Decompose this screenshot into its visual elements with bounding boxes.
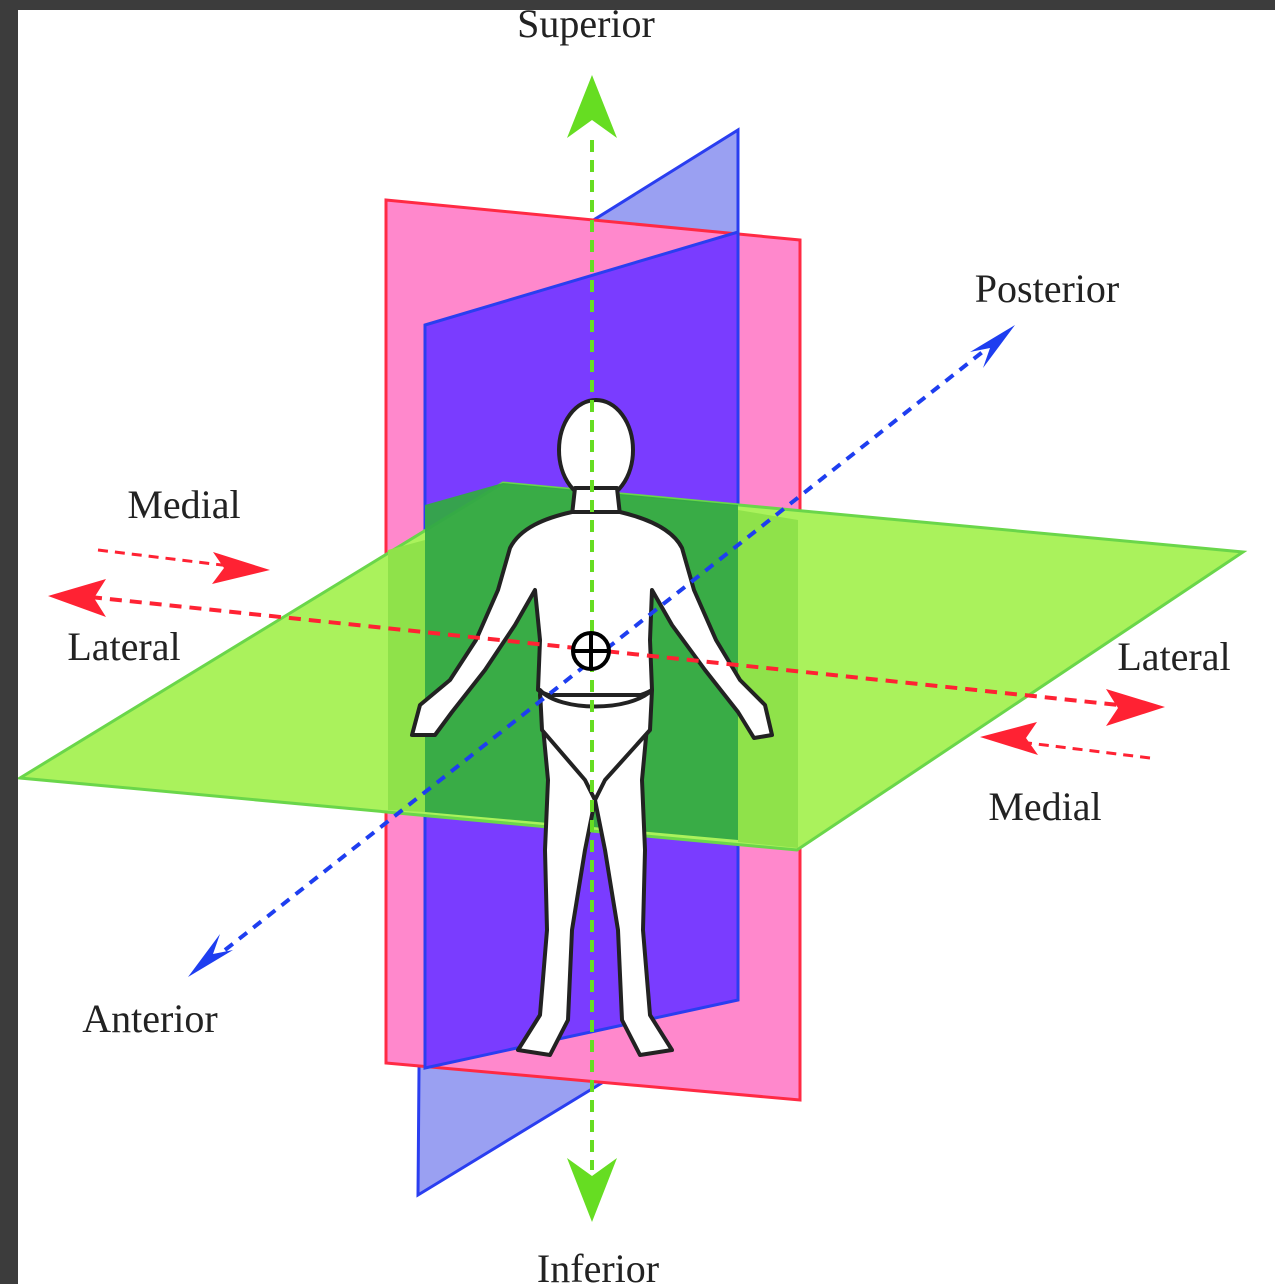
arrow-lateral-right-icon — [1106, 689, 1165, 726]
diagram-frame: Superior Inferior Posterior Anterior Med… — [18, 10, 1275, 1284]
label-superior: Superior — [517, 10, 655, 46]
label-anterior: Anterior — [82, 996, 218, 1041]
arrow-up-icon — [567, 75, 617, 138]
circle-plus-icon — [573, 633, 609, 669]
label-medial-right: Medial — [988, 784, 1101, 829]
label-inferior: Inferior — [537, 1246, 659, 1284]
arrow-medial-right-icon — [980, 722, 1038, 755]
label-posterior: Posterior — [975, 266, 1119, 311]
anatomical-planes-diagram: Superior Inferior Posterior Anterior Med… — [18, 10, 1275, 1284]
arrow-medial-left-icon — [212, 552, 270, 584]
label-lateral-right: Lateral — [1117, 634, 1230, 679]
arrow-anterior-icon — [188, 934, 233, 977]
arrow-posterior-icon — [970, 325, 1015, 368]
label-medial-left: Medial — [127, 482, 240, 527]
label-lateral-left: Lateral — [67, 624, 180, 669]
